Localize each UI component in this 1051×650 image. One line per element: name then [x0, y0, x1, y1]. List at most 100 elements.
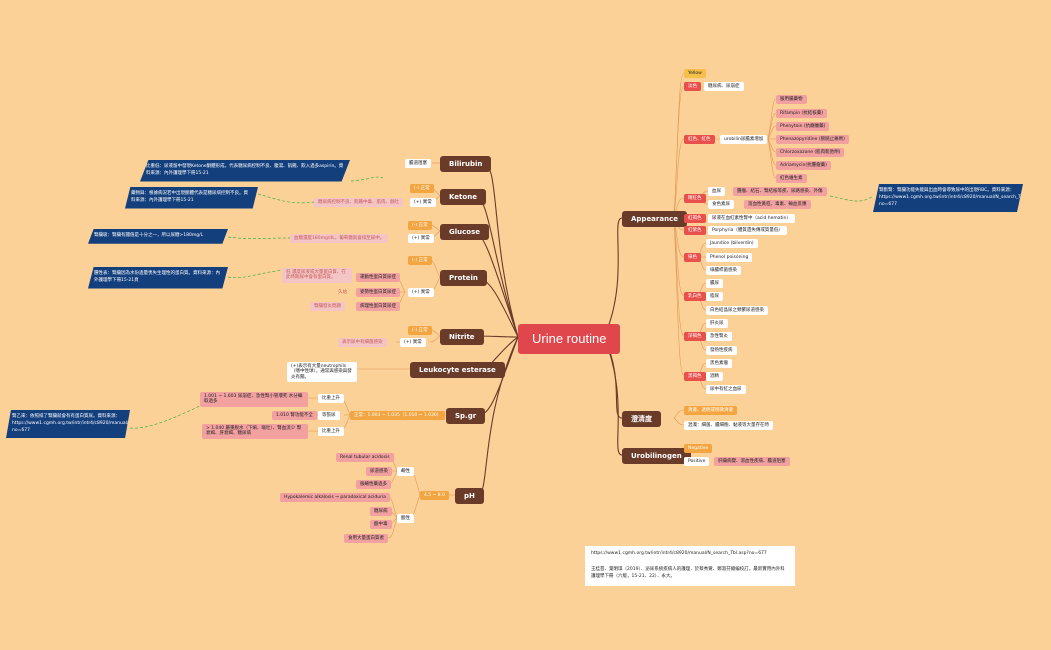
ph-alk-item-3: 服鹼性藥過多 [356, 480, 391, 490]
node-clarity[interactable]: 澄清度 [622, 411, 661, 428]
black-item-1: 黑色素瘤 [706, 359, 732, 369]
white-item-1: 膿尿 [706, 279, 723, 289]
ph-acid-item-2: 糖尿病 [370, 507, 392, 517]
reference-book: 王桂芸、葉明琪（2019）．泌尿系統疾病人的護理．於蔡秀鸞、鄭淑芬總編校訂，最新… [585, 562, 795, 586]
node-appearance[interactable]: Appearance [622, 211, 687, 228]
ph-alkaline: 鹼性 [397, 467, 414, 477]
appearance-redbrown: 紅褐色 [684, 214, 706, 224]
protein-desc: 低 濃度尿液或大量蛋白質、在此時期尿中會有蛋白質。 [282, 268, 352, 283]
redbrown-desc: 尿液在血紅素性腎中（acid hematin） [708, 214, 795, 224]
protein-kidney-label: 腎臟發炎問題 [310, 302, 345, 312]
node-leukocyte-esterase[interactable]: Leukocyte esterase [410, 362, 505, 379]
white-item-3: 白色結晶尿之頻繁尿道感染 [706, 306, 768, 316]
node-ph[interactable]: pH [455, 488, 484, 505]
ketone-abnormal-desc: 糖尿病控制不良、飢餓中毒、肌肉、劇吐 [314, 198, 403, 208]
drug-5: Chlorzoxazone (肌肉鬆弛劑) [776, 148, 845, 158]
protein-exercise: 運動性蛋白質尿症 [356, 273, 400, 283]
nitrite-abnormal-desc: 表示尿中有細菌感染 [338, 338, 387, 348]
drug-3: Phenytoin (抗癲癇藥) [776, 122, 830, 132]
node-spgr[interactable]: Sp.gr [446, 408, 486, 425]
spgr-mid: 等張尿 [318, 411, 340, 421]
spgr-normal: 正常：1.003 ~ 1.035（1.010 ~ 1.030） [350, 411, 446, 421]
protein-normal: (-) 正常 [408, 256, 432, 266]
protein-abnormal: (+) 異常 [408, 288, 434, 298]
root-node[interactable]: Urine routine [518, 324, 621, 354]
node-protein[interactable]: Protein [440, 270, 487, 287]
nitrite-abnormal: (+) 異常 [400, 338, 426, 348]
green-item-3: 綠膿桿菌感染 [706, 266, 741, 276]
appearance-turbid: 精紅色 [684, 194, 706, 204]
appearance-yellow: Yellow [684, 69, 706, 79]
ketone-normal: (-) 正常 [410, 184, 434, 194]
node-urobilinogen[interactable]: Urobilinogen [622, 448, 691, 465]
note-ketone-source: 比重低：尿液留中發現Ketone酮體形成，代表糖尿病控制不良、腹瀉、飢餓、飲入過… [140, 160, 350, 182]
brown-item-2: 急性腎炎 [706, 332, 732, 342]
drug-2: Rifampin (抗結核藥) [776, 109, 828, 119]
glucose-abnormal: (+) 異常 [408, 234, 434, 244]
spgr-high-desc: 1.001 ~ 1.003 尿崩症、急性腎小管壞死 水分攝取過多 [200, 392, 308, 407]
leukocyte-desc: (+)表示有大量neutrophils（嗜中性球），通常與感染與發炎有關。 [287, 362, 357, 383]
drug-4: Phenazopyridine (膀胱止痛劑) [776, 135, 849, 145]
redpurple-desc: Porphyria（體質遺失傳或質量低） [708, 226, 787, 236]
glucose-abnormal-desc: 血糖濃度180mg/dL，葡萄糖就會排至尿中。 [290, 234, 389, 244]
appearance-red: 紅色、紅色 [684, 135, 715, 145]
drug-6: Adriamycin(抗腫瘤藥) [776, 161, 831, 171]
note-ketone-drug: 藥物與：根據病況若中出現酮體代表是糖尿病控制不良。資料來源：內外護理學下冊15-… [125, 187, 258, 209]
nitrite-normal: (-) 正常 [408, 326, 432, 336]
brown-item-3: 發熱性疾病 [706, 346, 737, 356]
node-glucose[interactable]: Glucose [440, 224, 490, 241]
turbid-desc-1: 腫瘤、結石、腎結核等疾、尿路感染、外傷 [733, 187, 827, 197]
urobilinogen-positive: Positive [684, 457, 710, 467]
appearance-green: 綠色 [684, 253, 701, 263]
note-protein: 腫性表：腎臟因為水份過量喪失生理性的蛋白質。資料來源：內外護理學下冊15-21頁 [88, 267, 228, 289]
green-item-2: Phenol poisoning [706, 253, 753, 263]
ph-acid-item-4: 食用大量蛋白質者 [344, 534, 388, 544]
spgr-high: 比重上升 [318, 394, 344, 404]
drug-1: 服用腸藥物 [776, 95, 807, 105]
appearance-brown: 深褐色 [684, 332, 706, 342]
note-spgr: 腎乙來：依照排了腎臟就會有有蛋白質尿。資料來源：https://www1.cgm… [6, 410, 130, 439]
appearance-urobilin: urobilin尿膽素增加 [720, 135, 768, 145]
clarity-item-2: 混濁：細菌、膿細胞、黏液等大量存在時 [684, 421, 773, 431]
drug-7: 紅色維生素 [776, 174, 807, 184]
ph-acid: 酸性 [397, 514, 414, 524]
node-ketone[interactable]: Ketone [440, 189, 486, 206]
node-nitrite[interactable]: Nitrite [440, 329, 484, 346]
protein-pathologic: 病理性蛋白質尿症 [356, 302, 400, 312]
ph-alk-item-2: 尿道感染 [366, 467, 392, 477]
node-bilirubin[interactable]: Bilirubin [440, 156, 492, 173]
protein-stand-label: 久站 [338, 290, 347, 295]
protein-postural: 姿勢性蛋白質尿症 [356, 288, 400, 298]
note-appearance: 腎斷腎：腎臟功能失能與出血時會導致尿中的出現RBC。資料來源：https://w… [873, 184, 1023, 213]
appearance-black: 黑褐色 [684, 372, 706, 382]
ph-acid-item-1: Hypokalemic alkalosis → paradoxical acid… [280, 493, 390, 503]
black-item-2: 酒精 [706, 372, 723, 382]
ph-acid-item-3: 酸中毒 [370, 520, 392, 530]
white-item-2: 脂尿 [706, 292, 723, 302]
glucose-normal: (-) 正常 [408, 221, 432, 231]
appearance-light: 淡色 [684, 82, 701, 92]
appearance-redpurple: 紅紫色 [684, 226, 706, 236]
note-glucose: 腎臟吸：腎臟有閾值是十分之一，所以尿糖>180mg/L [88, 229, 228, 244]
turbid-desc-2: 溶血性黃疸、毒素、輸血反應 [744, 200, 811, 210]
spgr-low: 比重上升 [318, 427, 344, 437]
clarity-item-1: 清澈、透明或稍微清澈 [684, 406, 737, 416]
black-item-3: 尿中有紅之血尿 [706, 385, 746, 395]
green-item-1: Jaundice (bilverdin) [706, 239, 758, 249]
appearance-white: 乳白色 [684, 292, 706, 302]
turbid-item-2: 食色素尿 [708, 200, 734, 210]
brown-item-1: 肝炎尿 [706, 319, 728, 329]
urobilinogen-negative: Negative [684, 444, 713, 454]
reference-url[interactable]: https://www1.cgmh.org.tw/intr/intr4/c892… [585, 546, 795, 563]
appearance-light-desc: 糖尿病、尿崩症 [704, 82, 744, 92]
turbid-item-1: 血尿 [708, 187, 725, 197]
ph-alk-item-1: Renal tubular acidosis [336, 453, 394, 463]
bilirubin-desc: 膽道阻塞 [405, 159, 431, 169]
ph-range: 4.5 ~ 8.0 [420, 491, 449, 501]
ketone-abnormal: (+) 異常 [410, 198, 436, 208]
urobilinogen-positive-desc: 肝臟病變、溶血性疾病、膽道阻塞 [714, 457, 790, 467]
spgr-low-desc: > 1.040 嚴重脫水（下痢、嘔吐）、腎血流少 腎衰竭、肝衰竭、糖尿病 [202, 424, 308, 439]
spgr-mid-desc: 1.010 腎功能不全 [272, 411, 317, 421]
